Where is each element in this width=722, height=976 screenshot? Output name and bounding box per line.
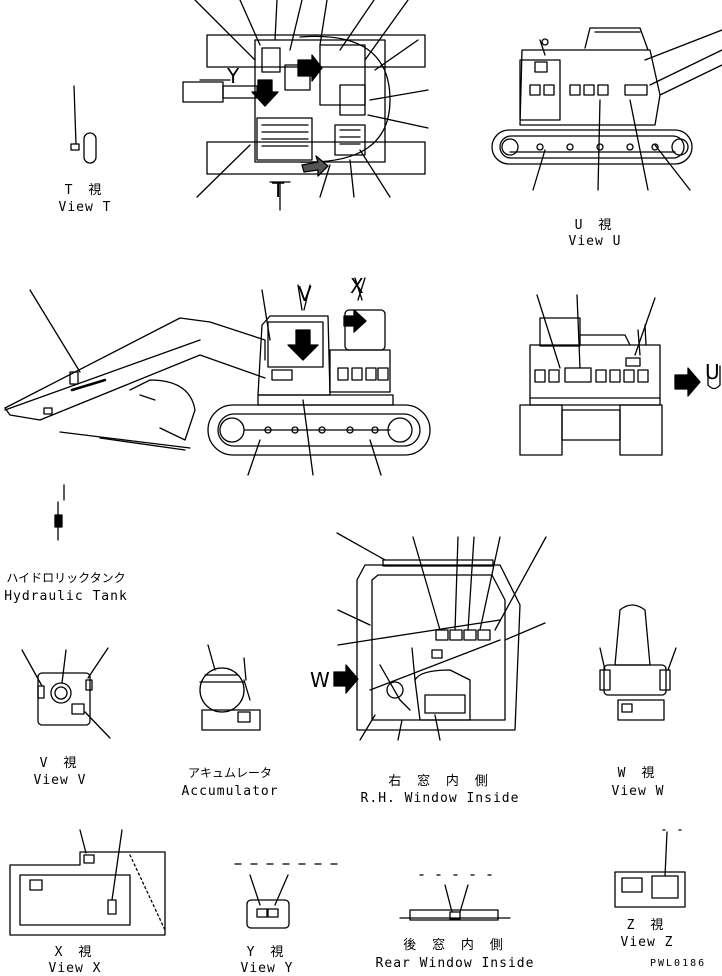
view-y-label-jp: Y 視 (246, 945, 288, 960)
accumulator-detail (199, 644, 261, 731)
callout-t: T (272, 178, 285, 202)
view-z-detail (614, 829, 686, 908)
view-t-label-jp: T 視 (64, 183, 106, 198)
rear-window-label-jp: 後 窓 内 側 (403, 938, 507, 953)
callout-v: V (298, 282, 312, 306)
view-y-label-en: View Y (240, 961, 294, 976)
view-v-label-en: View V (33, 773, 87, 788)
view-z-label-jp: Z 視 (626, 918, 668, 933)
rear-window-label-en: Rear Window Inside (375, 956, 535, 971)
excavator-top-view (182, 0, 429, 211)
accumulator-label-jp: アキュムレータ (187, 766, 272, 780)
view-z-label-en: View Z (620, 935, 674, 950)
view-u-label-jp: U 視 (574, 218, 616, 233)
hydraulic-tank-detail (54, 484, 65, 541)
callout-x: X (350, 274, 364, 298)
callout-u: U (705, 360, 720, 384)
view-t-detail (70, 85, 97, 164)
accumulator-label-en: Accumulator (181, 784, 279, 799)
rear-window-inside-detail (399, 874, 511, 921)
view-t-label-en: View T (58, 200, 112, 215)
rh-window-label-jp: 右 窓 内 側 (388, 774, 492, 789)
callout-y: Y (227, 64, 240, 88)
excavator-main-side-view (4, 277, 431, 476)
view-x-label-en: View X (48, 961, 102, 976)
excavator-rear-view (519, 294, 721, 456)
view-w-label-jp: W 視 (617, 766, 659, 781)
view-v-label-jp: V 視 (39, 756, 81, 771)
rh-window-inside-detail (333, 532, 547, 741)
hydraulic-tank-label-en: Hydraulic Tank (4, 589, 128, 604)
hydraulic-tank-label-jp: ハイドロリックタンク (6, 571, 126, 585)
callout-w: W (310, 668, 330, 692)
view-x-label-jp: X 視 (54, 945, 96, 960)
drawing-code: PWL0186 (650, 958, 707, 969)
view-u-label-en: View U (568, 234, 622, 249)
view-y-detail (234, 863, 346, 929)
excavator-side-view-u (491, 27, 722, 191)
view-x-detail (9, 829, 166, 936)
view-v-detail (21, 647, 111, 739)
view-w-label-en: View W (611, 784, 665, 799)
view-w-detail (599, 604, 677, 721)
rh-window-label-en: R.H. Window Inside (360, 791, 520, 806)
